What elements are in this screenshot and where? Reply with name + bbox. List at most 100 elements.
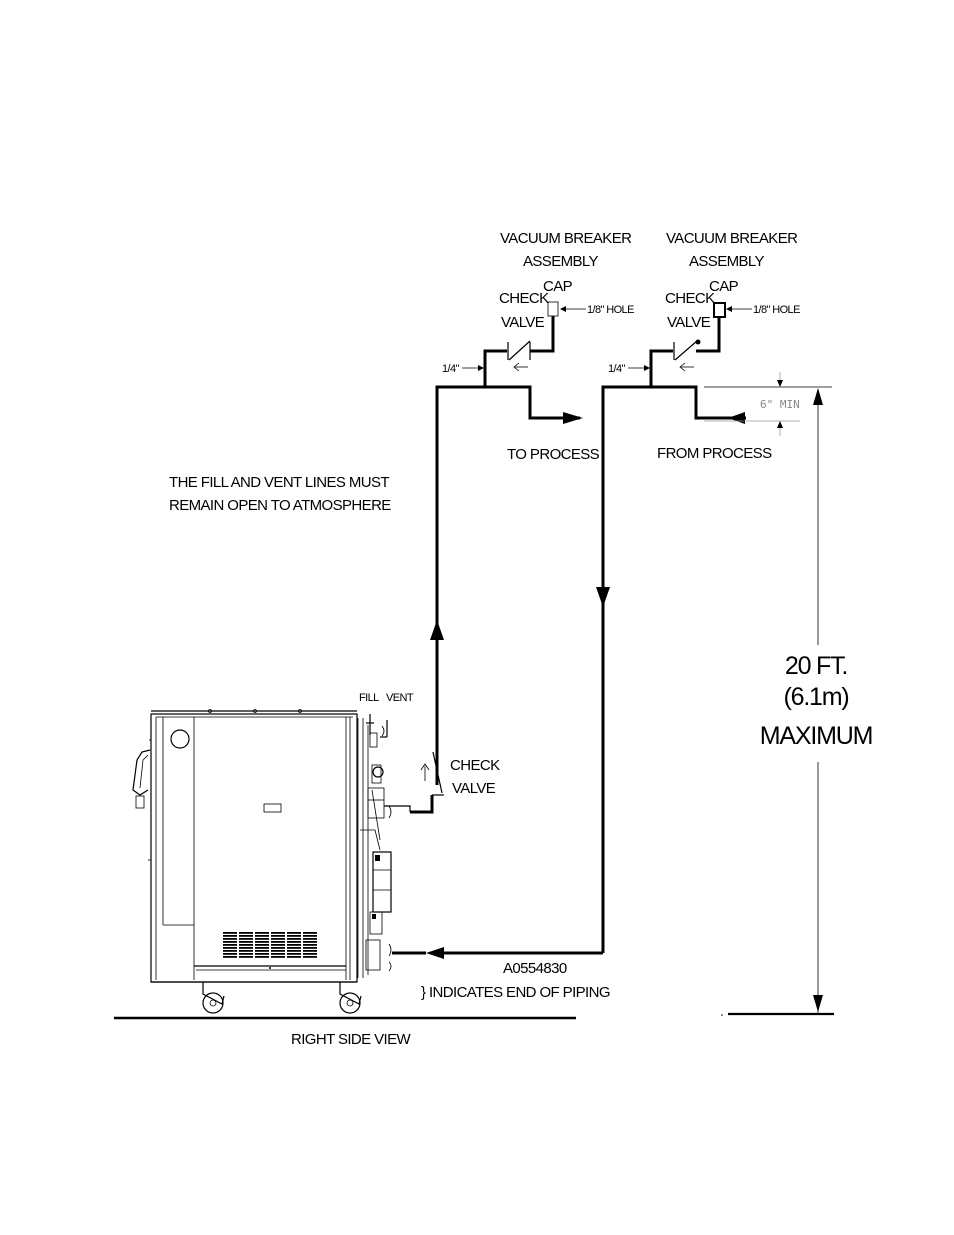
- louver-slot: [287, 956, 301, 958]
- return-arrow: [426, 947, 444, 959]
- louver-slot: [287, 953, 301, 955]
- louver-slot: [255, 932, 269, 934]
- view-title: RIGHT SIDE VIEW: [291, 1031, 412, 1048]
- flow-down-arrow: [596, 587, 610, 607]
- louver-slot: [303, 941, 317, 943]
- louver-slot: [303, 932, 317, 934]
- louver-slot: [303, 947, 317, 949]
- louver-slot: [223, 944, 237, 946]
- louver-slot: [223, 938, 237, 940]
- vb-right-title-1: VACUUM BREAKER: [666, 230, 798, 247]
- hole-left-label: 1/8" HOLE: [587, 304, 634, 316]
- louver-slot: [239, 947, 253, 949]
- louver-slot: [287, 935, 301, 937]
- fill-vent-lines: [366, 714, 388, 738]
- to-process-arrow: [563, 412, 583, 424]
- to-process-label: TO PROCESS: [507, 446, 600, 463]
- check-bottom-label: CHECK: [450, 757, 500, 774]
- louver-slot: [239, 938, 253, 940]
- louver-slot: [255, 944, 269, 946]
- louver-slot: [223, 953, 237, 955]
- louver-slot: [271, 932, 285, 934]
- louver-slot: [271, 950, 285, 952]
- notice-line-2: REMAIN OPEN TO ATMOSPHERE: [169, 497, 391, 514]
- vent-louvers: [223, 932, 317, 958]
- check-right-label: CHECK: [665, 290, 715, 307]
- flow-up-arrow: [430, 620, 444, 640]
- louver-slot: [223, 956, 237, 958]
- cap-right-icon: [713, 302, 726, 318]
- louver-slot: [239, 950, 253, 952]
- vacuum-breaker-left: [462, 301, 586, 387]
- valve-right-label: VALVE: [667, 314, 711, 331]
- louver-slot: [303, 953, 317, 955]
- height-line-3: MAXIMUM: [760, 722, 872, 750]
- louver-slot: [255, 956, 269, 958]
- cap-left-label: CAP: [543, 278, 573, 295]
- height-line-1: 20 FT.: [785, 652, 847, 680]
- vent-label: VENT: [386, 692, 414, 704]
- drawing-number: A0554830: [503, 960, 567, 977]
- louver-slot: [223, 950, 237, 952]
- louver-slot: [239, 944, 253, 946]
- louver-slot: [287, 932, 301, 934]
- louver-slot: [271, 947, 285, 949]
- louver-slot: [271, 938, 285, 940]
- louver-slot: [239, 932, 253, 934]
- louver-slot: [287, 938, 301, 940]
- louver-slot: [271, 956, 285, 958]
- fill-label: FILL: [359, 692, 379, 704]
- end-of-piping-note: } INDICATES END OF PIPING: [421, 984, 610, 1001]
- louver-slot: [223, 935, 237, 937]
- valve-bottom-label: VALVE: [452, 780, 496, 797]
- louver-slot: [239, 941, 253, 943]
- louver-slot: [271, 944, 285, 946]
- louver-slot: [255, 953, 269, 955]
- six-inch-min-label: 6" MIN: [760, 398, 800, 411]
- vb-right-title-2: ASSEMBLY: [689, 253, 765, 270]
- louver-slot: [303, 938, 317, 940]
- louver-slot: [239, 956, 253, 958]
- louver-slot: [303, 944, 317, 946]
- twenty-ft-dimension: [721, 388, 834, 1016]
- quarter-inch-right: 1/4": [608, 363, 625, 375]
- louver-slot: [303, 956, 317, 958]
- louver-slot: [255, 935, 269, 937]
- vb-left-title-1: VACUUM BREAKER: [500, 230, 632, 247]
- louver-slot: [271, 941, 285, 943]
- louver-slot: [255, 938, 269, 940]
- louver-slot: [255, 950, 269, 952]
- louver-slot: [303, 950, 317, 952]
- louver-slot: [271, 953, 285, 955]
- louver-slot: [287, 944, 301, 946]
- louver-slot: [255, 947, 269, 949]
- valve-left-label: VALVE: [501, 314, 545, 331]
- louver-slot: [303, 935, 317, 937]
- louver-slot: [223, 941, 237, 943]
- louver-slot: [271, 935, 285, 937]
- supply-piping: [410, 385, 583, 814]
- louver-slot: [239, 953, 253, 955]
- from-process-arrow: [728, 412, 745, 424]
- louver-slot: [287, 941, 301, 943]
- bottom-check-valve: [420, 751, 444, 796]
- louver-slot: [255, 941, 269, 943]
- cap-right-label: CAP: [709, 278, 739, 295]
- from-process-label: FROM PROCESS: [657, 445, 772, 462]
- caster-left: [202, 982, 225, 1014]
- return-piping: [392, 385, 746, 959]
- chiller-unit: [132, 709, 411, 1014]
- vb-left-title-2: ASSEMBLY: [523, 253, 599, 270]
- six-inch-min-dimension: [704, 372, 832, 436]
- louver-slot: [223, 947, 237, 949]
- louver-slot: [223, 932, 237, 934]
- louver-slot: [239, 935, 253, 937]
- nameplate: [263, 803, 282, 813]
- quarter-inch-left: 1/4": [442, 363, 459, 375]
- louver-slot: [287, 950, 301, 952]
- vacuum-breaker-right: [628, 302, 752, 387]
- louver-slot: [287, 947, 301, 949]
- check-left-label: CHECK: [499, 290, 549, 307]
- height-line-2: (6.1m): [783, 683, 848, 711]
